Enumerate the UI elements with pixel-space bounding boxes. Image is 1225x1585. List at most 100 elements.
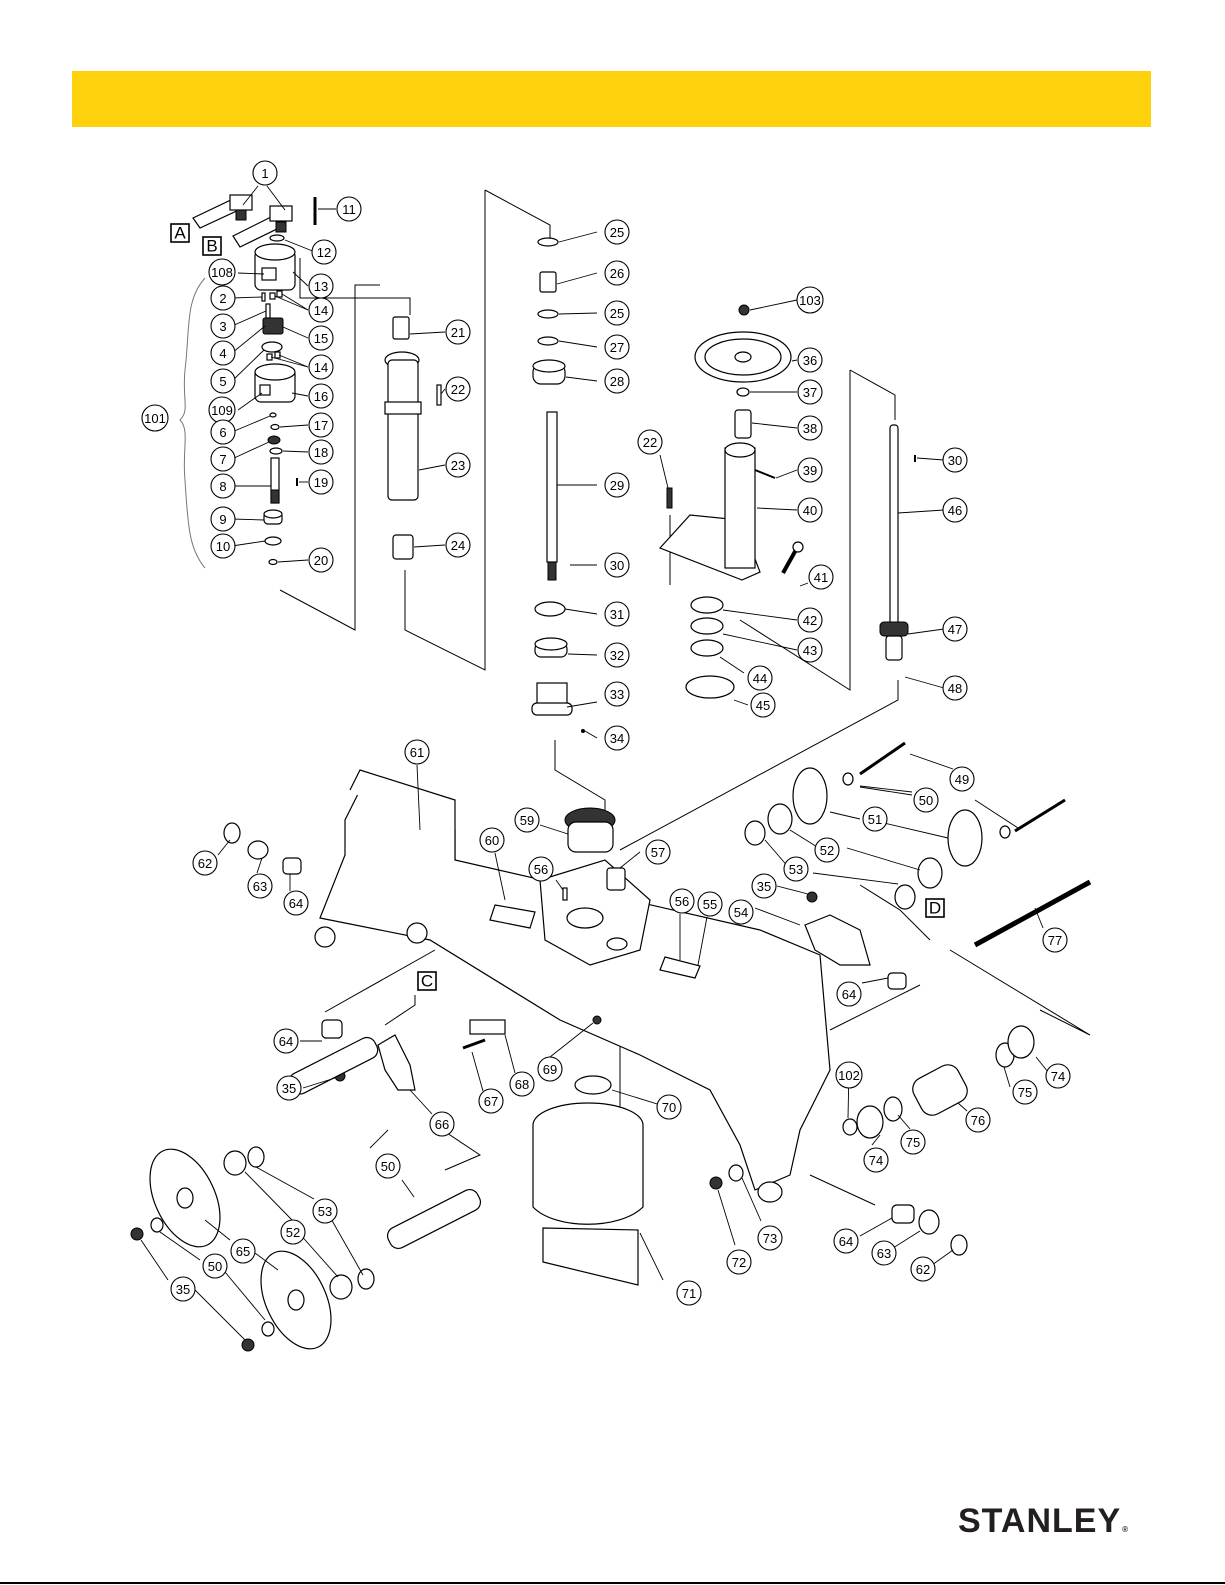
callout-circle xyxy=(192,850,218,876)
callout-46: 46 xyxy=(942,497,968,523)
callout-70: 70 xyxy=(656,1094,682,1120)
callout-circle xyxy=(833,1228,859,1254)
callout-number: 37 xyxy=(803,385,817,400)
callout-circle xyxy=(283,890,309,916)
callout-circle xyxy=(445,532,471,558)
callout-circle xyxy=(637,429,663,455)
callout-number: 15 xyxy=(314,331,328,346)
callout-circle xyxy=(965,1107,991,1133)
callout-circle xyxy=(604,219,630,245)
callout-number: 32 xyxy=(610,648,624,663)
callout-circle xyxy=(514,807,540,833)
callout-68: 68 xyxy=(509,1071,535,1097)
callout-circle xyxy=(528,856,554,882)
callout-56: 56 xyxy=(528,856,554,882)
callout-10: 10 xyxy=(210,533,236,559)
callout-number: 70 xyxy=(662,1100,676,1115)
callout-number: 52 xyxy=(286,1225,300,1240)
callout-35: 35 xyxy=(276,1075,302,1101)
callout-number: 68 xyxy=(515,1077,529,1092)
callout-number: 67 xyxy=(484,1094,498,1109)
callout-number: 108 xyxy=(211,265,233,280)
callout-number: 43 xyxy=(803,643,817,658)
callout-circle xyxy=(478,1088,504,1114)
callout-number: 75 xyxy=(906,1135,920,1150)
callout-35: 35 xyxy=(751,873,777,899)
callout-54: 54 xyxy=(728,899,754,925)
callout-number: 48 xyxy=(948,681,962,696)
callout-circle xyxy=(808,564,834,590)
callout-number: 4 xyxy=(219,346,226,361)
assembly-guide-lines xyxy=(279,189,1091,1206)
callout-108: 108 xyxy=(208,258,236,286)
callout-number: 55 xyxy=(703,897,717,912)
callout-62: 62 xyxy=(910,1256,936,1282)
callout-circle xyxy=(308,297,334,323)
callout-circle xyxy=(604,472,630,498)
callout-17: 17 xyxy=(308,412,334,438)
svg-text:A: A xyxy=(174,224,186,243)
callout-circle xyxy=(210,419,236,445)
callout-18: 18 xyxy=(308,439,334,465)
callout-circle xyxy=(814,837,840,863)
callout-number: 38 xyxy=(803,421,817,436)
callout-circle xyxy=(645,839,671,865)
callout-number: 50 xyxy=(208,1259,222,1274)
callout-103: 103 xyxy=(796,286,824,314)
callout-53: 53 xyxy=(312,1198,338,1224)
callout-number: 50 xyxy=(919,793,933,808)
logo-text: STANLEY xyxy=(958,1502,1122,1540)
callout-number: 1 xyxy=(261,166,268,181)
callout-circle xyxy=(308,412,334,438)
callout-30: 30 xyxy=(942,447,968,473)
callout-number: 50 xyxy=(381,1159,395,1174)
callout-circle xyxy=(656,1094,682,1120)
callout-number: 56 xyxy=(675,894,689,909)
callout-64: 64 xyxy=(836,981,862,1007)
callout-1: 1 xyxy=(252,160,278,186)
callout-number: 30 xyxy=(948,453,962,468)
callout-number: 101 xyxy=(144,411,166,426)
callout-50: 50 xyxy=(913,787,939,813)
callout-number: 16 xyxy=(314,389,328,404)
callout-6: 6 xyxy=(210,419,236,445)
callout-circle xyxy=(247,873,273,899)
callout-circle xyxy=(404,739,430,765)
callout-number: 75 xyxy=(1018,1085,1032,1100)
callout-5: 5 xyxy=(210,368,236,394)
callout-number: 46 xyxy=(948,503,962,518)
callout-4: 4 xyxy=(210,340,236,366)
callout-circle xyxy=(1045,1063,1071,1089)
callout-63: 63 xyxy=(871,1240,897,1266)
callout-circle xyxy=(797,379,823,405)
callout-circle xyxy=(942,616,968,642)
callout-circle xyxy=(871,1240,897,1266)
callout-52: 52 xyxy=(814,837,840,863)
callout-number: 26 xyxy=(610,266,624,281)
callout-27: 27 xyxy=(604,334,630,360)
callout-48: 48 xyxy=(942,675,968,701)
callout-19: 19 xyxy=(308,469,334,495)
callout-34: 34 xyxy=(604,725,630,751)
callout-64: 64 xyxy=(283,890,309,916)
callout-circle xyxy=(942,447,968,473)
callout-number: 30 xyxy=(610,558,624,573)
callout-number: 33 xyxy=(610,687,624,702)
callout-number: 63 xyxy=(253,879,267,894)
callout-circle xyxy=(210,285,236,311)
handle-part-1 xyxy=(192,194,293,248)
callout-50: 50 xyxy=(202,1253,228,1279)
callout-circle xyxy=(942,497,968,523)
footer-rule xyxy=(0,1582,1225,1584)
callout-circle xyxy=(604,681,630,707)
callout-number: 61 xyxy=(410,745,424,760)
callout-50: 50 xyxy=(375,1153,401,1179)
callout-circle xyxy=(308,547,334,573)
callout-24: 24 xyxy=(445,532,471,558)
callout-circle xyxy=(757,1225,783,1251)
callout-number: 66 xyxy=(435,1117,449,1132)
callout-number: 44 xyxy=(753,671,767,686)
callout-8: 8 xyxy=(210,473,236,499)
callout-41: 41 xyxy=(808,564,834,590)
callout-circle xyxy=(336,196,362,222)
